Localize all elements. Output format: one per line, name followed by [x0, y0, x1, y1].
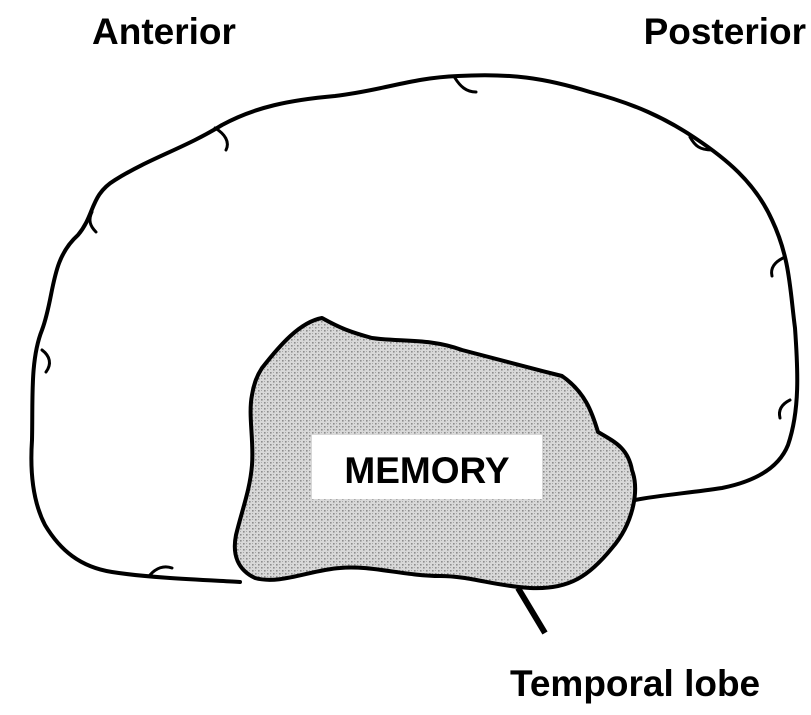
temporal-lobe-pointer: [518, 588, 545, 633]
anterior-label: Anterior: [92, 11, 236, 52]
temporal-lobe-label: Temporal lobe: [510, 663, 760, 704]
posterior-label: Posterior: [644, 11, 806, 52]
memory-label: MEMORY: [344, 450, 509, 491]
